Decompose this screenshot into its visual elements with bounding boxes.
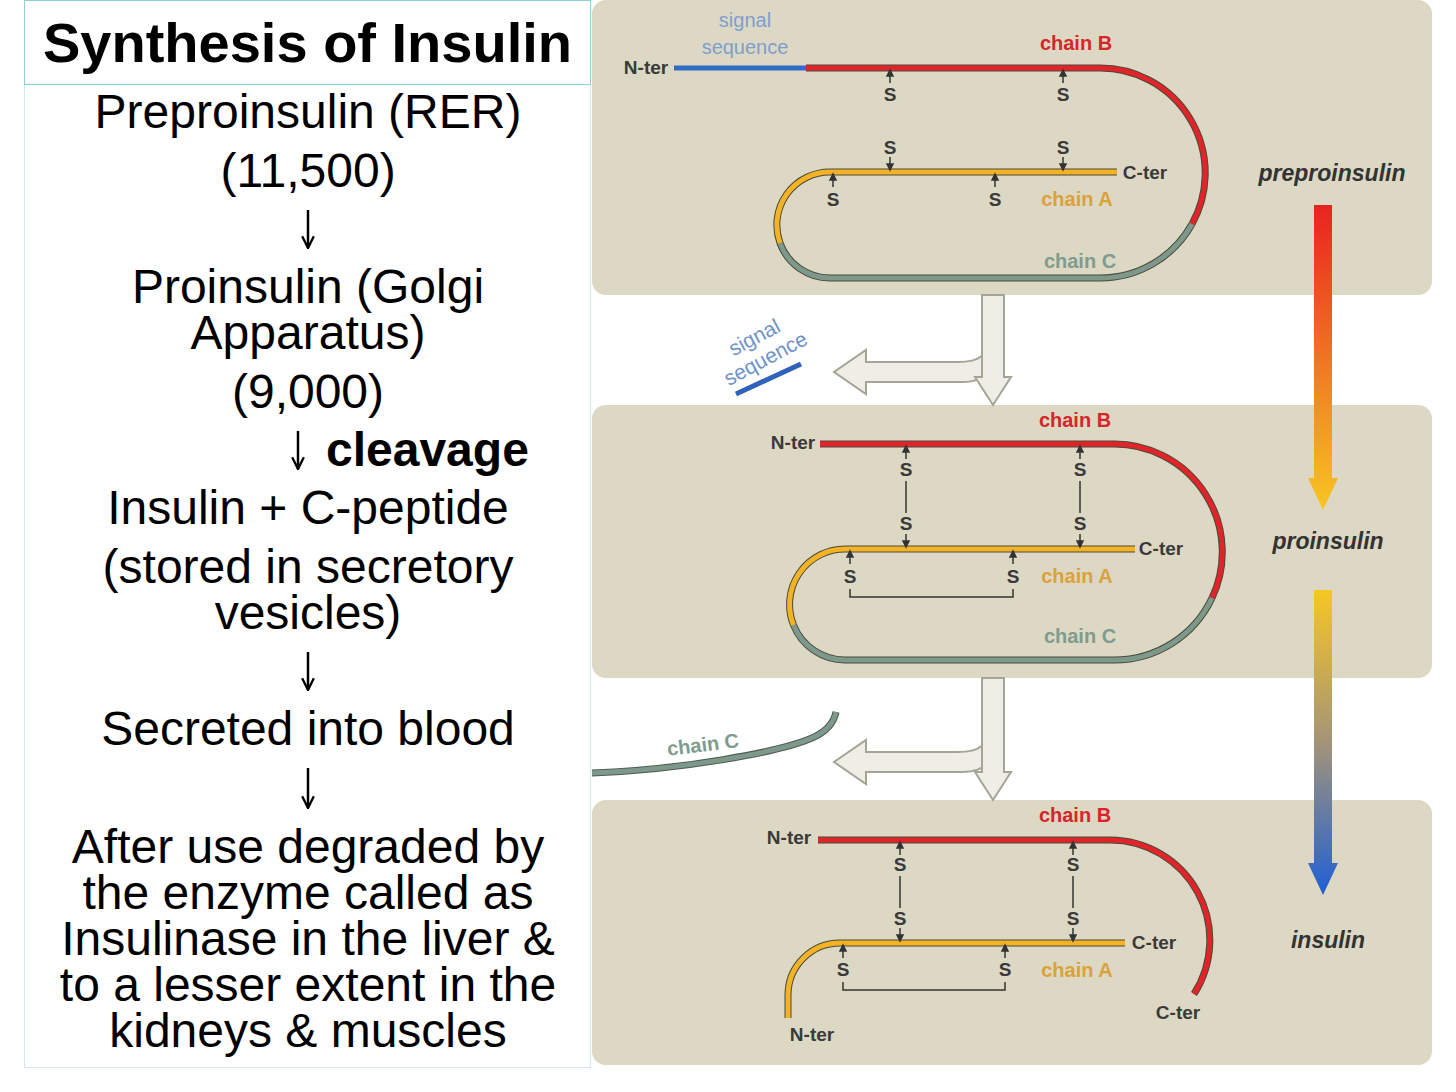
sulfur-label: S [894,908,907,930]
sulfur-label: S [1057,137,1070,159]
step-text: After use degraded by the enzyme called … [43,824,573,1054]
process-step: Secreted into blood [43,706,573,752]
terminus-label: C-ter [1123,162,1167,184]
chain-label: chain B [1040,32,1112,54]
chain-label: chain C [1044,250,1116,272]
branch-arrow [834,720,996,784]
process-step: Insulin + C-peptide (stored in secretory … [43,485,573,636]
sulfur-label: S [837,959,850,981]
flow-arrow [307,210,310,248]
chain-label: chain B [1039,804,1111,826]
molecule-panel: signal sequence chain B N-terS S S S C-ter prep… [592,0,1432,295]
process-step: Preproinsulin (RER) (11,500) [43,89,573,194]
part-label: signal sequence [700,301,820,395]
process-arrow [975,295,1011,405]
chain-label: chain A [1041,565,1113,587]
sulfur-label: S [999,959,1012,981]
step-text: Insulin + C-peptide [43,485,573,531]
stage-label: preproinsulin [1259,162,1406,184]
sulfur-label: S [989,189,1002,211]
part-label: chain C [666,729,741,761]
process-arrow [975,678,1011,800]
edge-label: cleavage [326,426,529,474]
step-text: (11,500) [43,148,573,194]
sulfur-label: S [827,189,840,211]
flow-arrow [297,431,300,469]
sulfur-label: S [900,513,913,535]
terminus-label: N-ter [771,432,815,454]
sulfur-label: S [844,566,857,588]
process-step: After use degraded by the enzyme called … [43,824,573,1054]
sulfur-label: S [1067,854,1080,876]
terminus-label: N-ter [790,1024,834,1046]
molecule-panel: chain BN-terSSSSproinsulinC-terSSchain A… [592,405,1432,678]
title: Synthesis of Insulin [24,0,591,85]
terminus-label: N-ter [767,827,811,849]
chain-label: chain A [1041,959,1113,981]
molecule-panel: chain BN-terSSSSinsulinC-terSSchain AC-t… [592,800,1432,1065]
process-step: Proinsulin (Golgi Apparatus) (9,000) [43,264,573,415]
terminus-label: N-ter [624,57,668,79]
chain-label: chain C [1044,625,1116,647]
terminus-label: C-ter [1156,1002,1200,1024]
flow-arrow [307,768,310,808]
terminus-label: C-ter [1139,538,1183,560]
chain-label: chain B [1039,409,1111,431]
branch-arrow [834,330,996,394]
sulfur-label: S [884,84,897,106]
flow-arrow [307,652,310,690]
sulfur-label: S [1074,513,1087,535]
stage-label: proinsulin [1272,530,1383,552]
sulfur-label: S [894,854,907,876]
chain-c [592,712,836,773]
terminus-label: C-ter [1132,932,1176,954]
sulfur-label: S [1074,459,1087,481]
step-text: (9,000) [43,369,573,415]
signal-label: signal sequence [699,7,791,61]
chain-outline [592,712,836,773]
chain-label: chain A [1041,188,1113,210]
stage-label: insulin [1291,929,1365,951]
sulfur-label: S [1057,84,1070,106]
sulfur-label: S [1007,566,1020,588]
sulfur-label: S [884,137,897,159]
sulfur-label: S [900,459,913,481]
step-text: Secreted into blood [43,706,573,752]
step-text: (stored in secretory vesicles) [43,544,573,636]
step-text: Proinsulin (Golgi Apparatus) [43,264,573,356]
sulfur-label: S [1067,908,1080,930]
step-text: Preproinsulin (RER) [43,89,573,135]
